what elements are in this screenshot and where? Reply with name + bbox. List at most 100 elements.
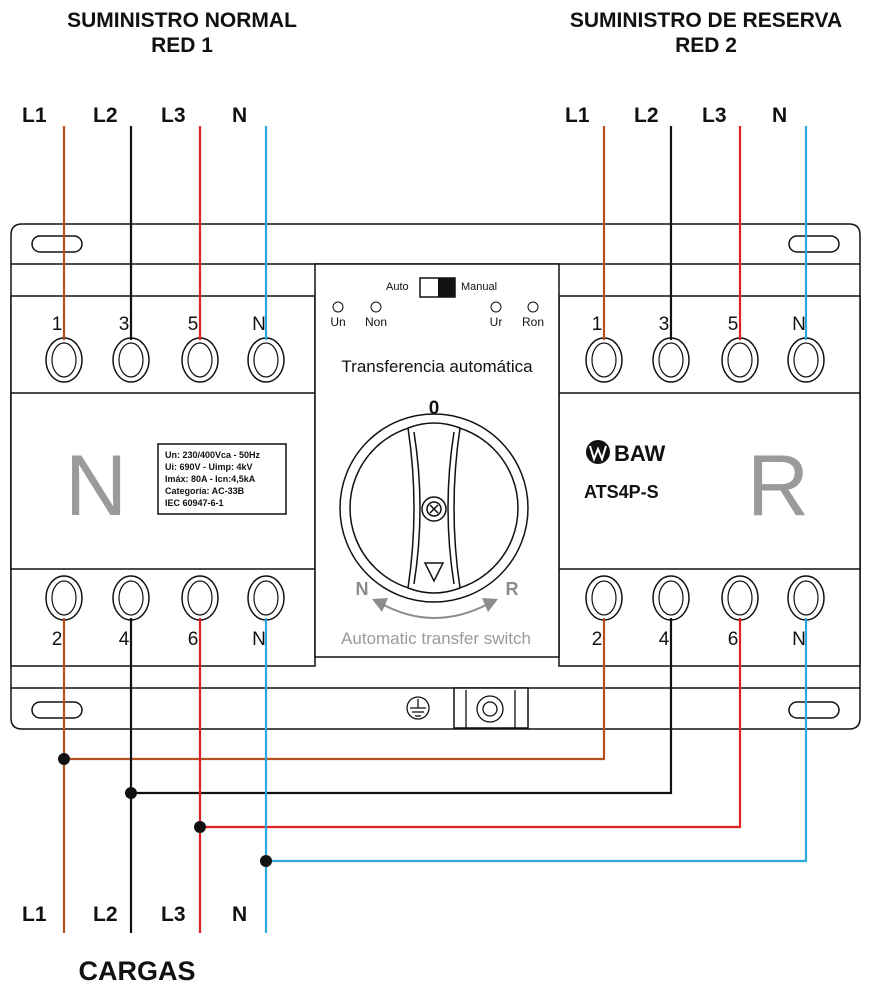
right-top-terminal-inner-2 xyxy=(727,342,753,378)
right-top-terminal-inner-3 xyxy=(793,342,819,378)
left-bottom-terminal-label-3: N xyxy=(252,629,266,650)
right-bottom-terminal-inner-3 xyxy=(793,580,819,616)
right-top-terminal-label-0: 1 xyxy=(592,314,603,335)
right-top-terminal-label-3: N xyxy=(792,314,806,335)
led-un-label: Un xyxy=(330,315,345,329)
left-phase-labels: L1 L2 L3 N xyxy=(22,104,247,127)
header-reserve-line2: RED 2 xyxy=(675,34,737,57)
spec-line-5: IEC 60947-6-1 xyxy=(165,498,224,508)
rotary-handle-groove-right xyxy=(447,431,455,585)
reserve-module-letter: R xyxy=(747,438,809,534)
mounting-slot-top-left xyxy=(31,235,83,253)
right-label-l3: L3 xyxy=(702,104,727,127)
earth-ground-icon xyxy=(406,696,430,720)
junction-n xyxy=(260,855,272,867)
model-name: ATS4P-S xyxy=(584,482,659,502)
spec-line-4: Categoría: AC-33B xyxy=(165,486,245,496)
brand-name: BAW xyxy=(614,441,666,466)
left-top-terminal-inner-0 xyxy=(51,342,77,378)
position-r-label: R xyxy=(506,579,519,599)
wire-reserve-out-l2 xyxy=(131,618,673,795)
reserve-module-band xyxy=(558,392,861,570)
wire-reserve-out-n xyxy=(266,618,808,863)
load-phase-labels: L1 L2 L3 N xyxy=(22,903,247,926)
junction-l3 xyxy=(194,821,206,833)
junction-l1 xyxy=(58,753,70,765)
reserve-module-content: BAW ATS4P-S R xyxy=(584,438,809,534)
right-top-terminal-label-2: 5 xyxy=(728,314,739,335)
rotary-center-screw xyxy=(421,496,447,522)
led-ron-label: Ron xyxy=(522,315,544,329)
earth-terminal xyxy=(406,690,516,728)
left-bottom-terminal-label-0: 2 xyxy=(52,629,63,650)
left-bottom-terminal-label-2: 6 xyxy=(188,629,199,650)
left-label-l3: L3 xyxy=(161,104,186,127)
load-label-l1: L1 xyxy=(22,903,47,926)
rotary-arrow-icon xyxy=(372,598,498,619)
rotary-outer-ring xyxy=(339,413,529,603)
led-non xyxy=(370,301,382,313)
right-bottom-terminal-label-2: 6 xyxy=(728,629,739,650)
left-top-terminal-inner-1 xyxy=(118,342,144,378)
left-bottom-terminal-inner-2 xyxy=(187,580,213,616)
header-normal-line1: SUMINISTRO NORMAL xyxy=(67,9,297,32)
right-bottom-terminal-inner-2 xyxy=(727,580,753,616)
mounting-slot-top-right xyxy=(788,235,840,253)
left-top-terminal-label-0: 1 xyxy=(52,314,63,335)
screw-cross-icon xyxy=(429,504,439,514)
load-label-l2: L2 xyxy=(93,903,118,926)
right-label-l1: L1 xyxy=(565,104,590,127)
right-bottom-terminal-label-1: 4 xyxy=(659,629,670,650)
led-un xyxy=(332,301,344,313)
earth-screw-inner xyxy=(482,701,498,717)
panel-footer: Automatic transfer switch xyxy=(341,629,531,648)
left-top-terminal-label-3: N xyxy=(252,314,266,335)
switch-auto-label: Auto xyxy=(386,281,409,293)
normal-module-letter: N xyxy=(65,438,127,534)
right-bottom-terminal-label-0: 2 xyxy=(592,629,603,650)
led-non-label: Non xyxy=(365,315,387,329)
spec-line-2: Ui: 690V - Uimp: 4kV xyxy=(165,462,253,472)
left-label-l2: L2 xyxy=(93,104,118,127)
left-top-terminal-inner-3 xyxy=(253,342,279,378)
arrow-down-icon xyxy=(423,562,445,583)
rotary-handle-groove-left xyxy=(413,431,421,585)
baw-logo-icon xyxy=(586,440,610,464)
header-normal-line2: RED 1 xyxy=(151,34,213,57)
control-panel-content: Auto Manual Un Non Ur Ron Transferencia … xyxy=(330,277,544,648)
auto-manual-switch-knob xyxy=(438,278,455,297)
rotary-center-screw-inner xyxy=(426,501,442,517)
position-n-label: N xyxy=(356,579,369,599)
rotary-selector[interactable] xyxy=(339,413,529,603)
header-reserve-line1: SUMINISTRO DE RESERVA xyxy=(570,9,842,32)
led-ron xyxy=(527,301,539,313)
left-top-terminal-label-2: 5 xyxy=(188,314,199,335)
normal-module-content: N Un: 230/400Vca - 50Hz Ui: 690V - Uimp:… xyxy=(65,438,287,534)
earth-screw-outer xyxy=(476,695,504,723)
led-ur xyxy=(490,301,502,313)
position-zero-label: 0 xyxy=(429,398,440,419)
mounting-slot-bottom-left xyxy=(31,701,83,719)
right-bottom-terminal-label-3: N xyxy=(792,629,806,650)
junction-l2 xyxy=(125,787,137,799)
spec-line-3: Imáx: 80A - Icn:4,5kA xyxy=(165,474,256,484)
right-top-terminal-inner-0 xyxy=(591,342,617,378)
left-bottom-terminal-label-1: 4 xyxy=(119,629,130,650)
right-label-n: N xyxy=(772,104,787,127)
left-top-terminal-inner-2 xyxy=(187,342,213,378)
left-label-n: N xyxy=(232,104,247,127)
mounting-slot-bottom-right xyxy=(788,701,840,719)
left-bottom-terminal-inner-3 xyxy=(253,580,279,616)
load-label-l3: L3 xyxy=(161,903,186,926)
right-bottom-terminal-inner-0 xyxy=(591,580,617,616)
switch-manual-label: Manual xyxy=(461,281,497,293)
left-bottom-terminal-inner-0 xyxy=(51,580,77,616)
left-top-terminal-label-1: 3 xyxy=(119,314,130,335)
left-label-l1: L1 xyxy=(22,104,47,127)
right-phase-labels: L1 L2 L3 N xyxy=(565,104,787,127)
wire-reserve-out-l1 xyxy=(64,618,606,761)
led-ur-label: Ur xyxy=(490,315,503,329)
right-bottom-terminal-inner-1 xyxy=(658,580,684,616)
